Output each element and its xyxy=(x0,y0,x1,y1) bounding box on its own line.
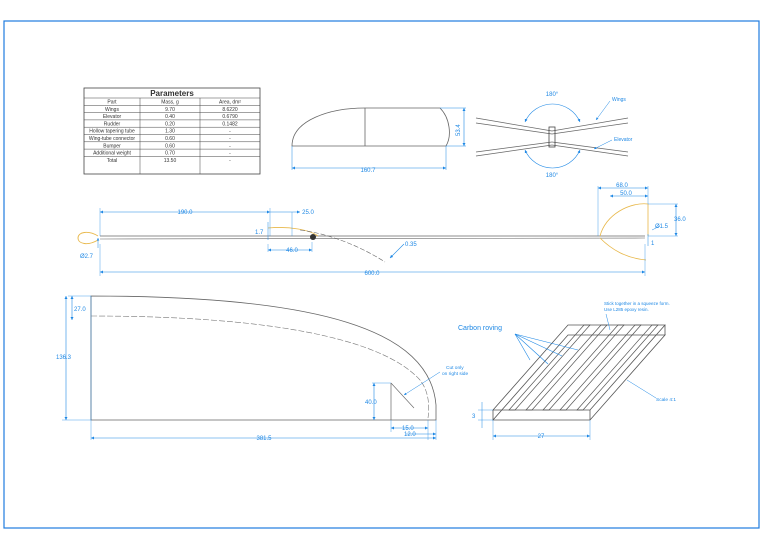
dim-0-35: 0.35 xyxy=(405,242,417,248)
rudder-length-dim: 160.7 xyxy=(360,168,376,174)
roving-strips xyxy=(508,324,659,411)
cut-note-1: Cut only xyxy=(446,365,464,371)
table-cell: 0.60 xyxy=(165,136,175,142)
note-line-1: Stick together in a squeeze form. xyxy=(604,301,670,306)
roving-strip xyxy=(508,324,591,411)
table-cell: 13.50 xyxy=(164,158,177,164)
dim-25: 25.0 xyxy=(302,210,314,216)
table-cell: Rudder xyxy=(104,121,121,127)
rudder-height-dim: 53.4 xyxy=(456,124,462,136)
cut-note-2: on right side xyxy=(442,371,468,377)
roving-strip xyxy=(559,324,642,411)
table-cell: 0.6790 xyxy=(222,114,238,120)
table-cell: 0.70 xyxy=(165,151,175,157)
dim-381-5: 381.5 xyxy=(256,436,272,442)
table-cell: Bumper xyxy=(103,143,121,149)
carbon-roving-title: Carbon roving xyxy=(458,325,502,332)
table-header-cell: Area, dm² xyxy=(219,100,241,106)
table-cell: Additional weight xyxy=(93,151,131,157)
elevator-label: Elevator xyxy=(614,137,633,143)
scale-label: Scale 4:1 xyxy=(656,397,676,403)
dim-d2-7: Ø2.7 xyxy=(80,254,94,260)
table-cell: 0.1482 xyxy=(222,121,238,127)
table-cell: - xyxy=(229,129,231,135)
wings-label: Wings xyxy=(612,97,626,103)
dim-15: 15.0 xyxy=(402,426,414,432)
sheet-frame xyxy=(3,20,760,529)
dim-50: 50.0 xyxy=(620,191,632,197)
roving-strip xyxy=(576,324,659,411)
dim-1-7: 1.7 xyxy=(255,230,264,236)
side-view: 190.0 25.0 1.7 46.0 0.35 Ø2.7 600.0 68.0… xyxy=(77,183,686,277)
dim-190: 190.0 xyxy=(177,210,193,216)
table-cell: 0.20 xyxy=(165,121,175,127)
table-cell: 8.6220 xyxy=(222,107,238,113)
table-cell: Hollow tapering tube xyxy=(89,129,135,135)
dim-68: 68.0 xyxy=(616,183,628,189)
table-cell: Total xyxy=(107,158,118,164)
table-cell: - xyxy=(229,158,231,164)
dihedral-view: 180° 180° Wings Elevator xyxy=(475,92,633,179)
table-cell: 1.30 xyxy=(165,129,175,135)
dim-3: 3 xyxy=(472,414,476,420)
table-cell: Wing-tube connector xyxy=(89,136,135,142)
rudder-view: 160.7 53.4 xyxy=(291,107,466,174)
dim-600: 600.0 xyxy=(364,271,380,277)
dim-36: 36.0 xyxy=(674,217,686,223)
table-cell: Elevator xyxy=(103,114,122,120)
table-cell: - xyxy=(229,151,231,157)
roving-strip xyxy=(525,324,608,411)
table-cell: 0.40 xyxy=(165,114,175,120)
dim-1: 1 xyxy=(651,241,655,247)
table-cell: 9.70 xyxy=(165,107,175,113)
table-cell: - xyxy=(229,143,231,149)
dim-136-3: 136.3 xyxy=(56,355,72,361)
table-cell: - xyxy=(229,136,231,142)
dim-d1-5: Ø1.5 xyxy=(655,224,669,230)
dim-27: 27.0 xyxy=(74,307,86,313)
parameters-table: Parameters Part Mass, g Area, dm² Wings 9.70… xyxy=(83,87,261,175)
table-cell: Wings xyxy=(105,107,119,113)
dihedral-top-angle: 180° xyxy=(546,92,559,98)
table-cell: 0.60 xyxy=(165,143,175,149)
dihedral-bottom-angle: 180° xyxy=(546,173,559,179)
dim-27-section: 27 xyxy=(538,434,545,440)
parameters-title: Parameters xyxy=(150,89,194,98)
wing-half-view: 27.0 136.3 40.0 15.0 12.0 381.5 Cut only… xyxy=(56,295,468,442)
table-header-cell: Mass, g xyxy=(161,100,179,106)
carbon-section-view: Carbon roving Stick together in a squeez… xyxy=(458,301,676,440)
roving-strip xyxy=(542,324,625,411)
dim-40: 40.0 xyxy=(365,400,377,406)
dim-12: 12.0 xyxy=(404,432,416,438)
note-line-2: Use L285 epoxy resin. xyxy=(604,307,649,312)
dim-46: 46.0 xyxy=(286,248,298,254)
table-header-cell: Part xyxy=(107,100,117,106)
